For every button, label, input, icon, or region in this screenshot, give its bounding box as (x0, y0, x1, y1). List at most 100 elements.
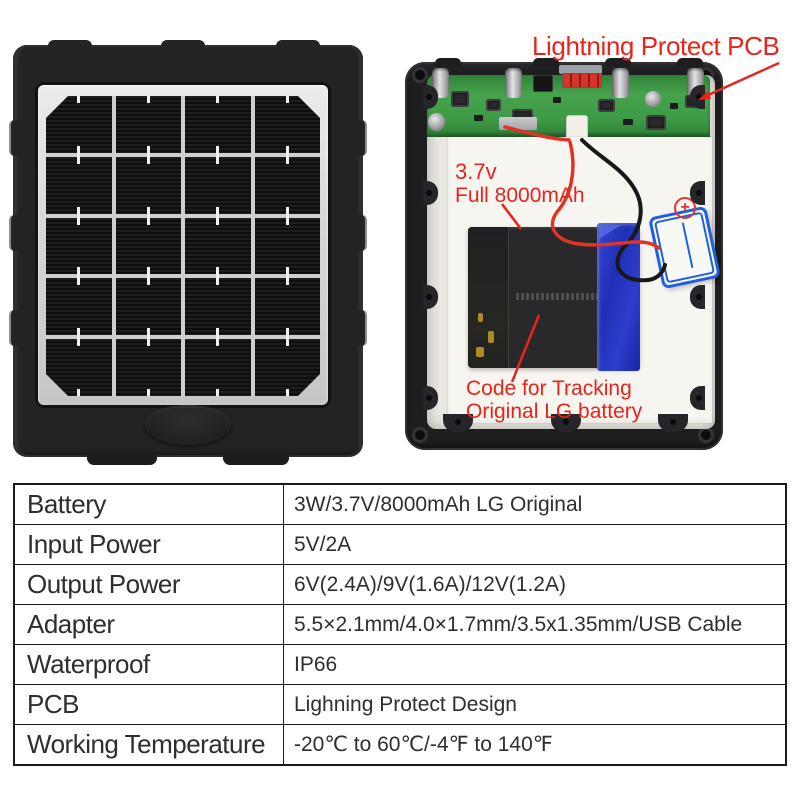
lg-battery (468, 223, 640, 371)
solar-cell (185, 339, 251, 396)
led-block (562, 73, 602, 88)
solar-cell (116, 96, 182, 153)
solar-cell (255, 278, 321, 335)
case-bump (533, 58, 559, 67)
solar-cell (46, 157, 112, 214)
case-bump (435, 58, 461, 67)
solar-cell (185, 278, 251, 335)
screw-boss (423, 85, 438, 109)
tape-speck (476, 347, 484, 357)
inductor (598, 99, 615, 112)
plus-circle-icon: + (674, 197, 696, 219)
solar-cell-grid (46, 96, 320, 396)
battery-tracking-code (516, 293, 600, 300)
mount-foot (223, 454, 289, 465)
solar-panel-bezel (38, 85, 328, 405)
tape-speck (478, 313, 483, 322)
frame-bump (48, 40, 92, 52)
solar-cell (185, 96, 251, 153)
frame-bump (161, 40, 205, 52)
spec-label: Working Temperature (13, 724, 284, 766)
spec-label: Input Power (13, 524, 284, 565)
screw-boss (423, 181, 438, 205)
screw-boss (423, 285, 438, 309)
annotation-tracking: Code for Tracking Original LG battery (466, 377, 642, 423)
spec-label: Waterproof (13, 644, 284, 685)
solar-cell (185, 157, 251, 214)
inductor (646, 115, 666, 130)
solar-cell (46, 278, 112, 335)
solar-cell (116, 278, 182, 335)
solar-cell (116, 218, 182, 275)
smd-chip (474, 115, 483, 121)
corner-screw-hole (415, 430, 425, 440)
table-row: Output Power 6V(2.4A)/9V(1.6A)/12V(1.2A) (13, 564, 787, 605)
annotation-tracking-line2: Original LG battery (466, 400, 643, 423)
spec-value: IP66 (283, 644, 787, 685)
smd-chip (623, 119, 633, 125)
table-row: PCB Lighning Protect Design (13, 684, 787, 725)
spec-label: Adapter (13, 604, 284, 645)
solar-cell (116, 157, 182, 214)
solar-cell (46, 96, 112, 153)
screw-boss (690, 386, 705, 410)
battery-blue-wrap (597, 223, 640, 371)
frame-notch (9, 215, 20, 251)
table-row: Adapter 5.5×2.1mm/4.0×1.7mm/3.5x1.35mm/U… (13, 604, 787, 645)
frame-notch (356, 215, 367, 251)
metal-shield (499, 117, 537, 130)
solar-cell (185, 218, 251, 275)
frame-notch (9, 310, 20, 346)
spec-value: Lighning Protect Design (283, 684, 787, 725)
spec-table: Battery 3W/3.7V/8000mAh LG Original Inpu… (13, 483, 787, 766)
screw-boss (423, 386, 438, 410)
spec-label: Battery (13, 483, 284, 525)
capacitor (645, 91, 661, 107)
solar-cell (255, 218, 321, 275)
annotation-pcb-label: Lightning Protect PCB (532, 31, 780, 61)
case-bump (605, 58, 631, 67)
frame-notch (356, 120, 367, 156)
table-row: Waterproof IP66 (13, 644, 787, 685)
solar-cell (46, 339, 112, 396)
frame-emboss-oval (145, 405, 231, 445)
frame-notch (9, 120, 20, 156)
smd-chip (670, 103, 678, 109)
annotation-battery-capacity: Full 8000mAh (455, 184, 585, 207)
solar-cell (116, 339, 182, 396)
screw-boss (658, 414, 688, 432)
spec-value: 5V/2A (283, 524, 787, 565)
table-row: Input Power 5V/2A (13, 524, 787, 565)
screw-boss (690, 85, 705, 109)
frame-bump (276, 40, 320, 52)
solar-cell (255, 96, 321, 153)
device-back-open-photo: + (405, 58, 723, 450)
table-row: Working Temperature -20℃ to 60℃/-4℉ to 1… (13, 724, 787, 766)
frame-notch (356, 310, 367, 346)
solar-cell (255, 339, 321, 396)
solar-cell (46, 218, 112, 275)
metal-post (612, 68, 629, 98)
annotation-battery-voltage: 3.7v (455, 159, 497, 184)
screw-boss (551, 414, 581, 432)
ribbon-connector (559, 65, 602, 74)
pcb-button (533, 75, 553, 92)
screw-boss (690, 181, 705, 205)
inductor (451, 91, 469, 107)
annotation-tracking-line1: Code for Tracking (466, 377, 632, 400)
mount-foot (87, 454, 157, 465)
spec-label: Output Power (13, 564, 284, 605)
table-row: Battery 3W/3.7V/8000mAh LG Original (13, 483, 787, 525)
battery-tape-strip (468, 227, 509, 368)
tape-speck (488, 331, 494, 343)
metal-post (505, 68, 522, 98)
case-interior: + (427, 65, 721, 429)
spec-value: 3W/3.7V/8000mAh LG Original (283, 483, 787, 525)
spec-value: 6V(2.4A)/9V(1.6A)/12V(1.2A) (283, 564, 787, 605)
lightning-protect-pcb (427, 65, 710, 142)
spec-value: 5.5×2.1mm/4.0×1.7mm/3.5x1.35mm/USB Cable (283, 604, 787, 645)
screw-boss (443, 414, 473, 432)
smd-chip (553, 97, 561, 103)
corner-screw-hole (701, 430, 711, 440)
